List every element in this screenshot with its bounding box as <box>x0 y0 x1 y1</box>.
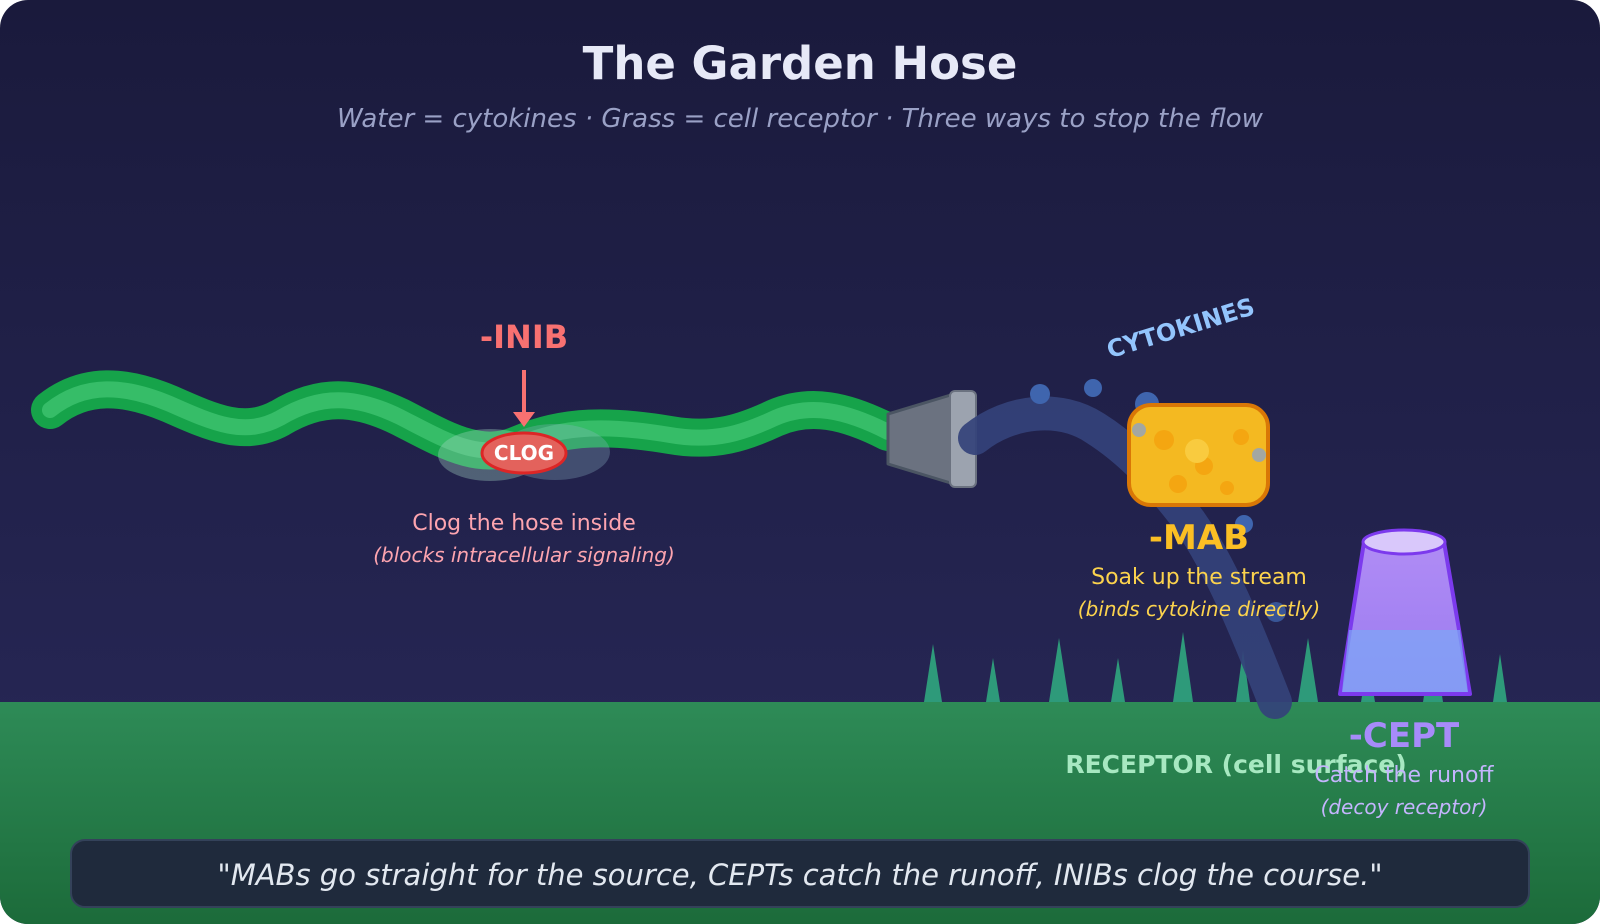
cytokine-droplet <box>1132 423 1146 437</box>
grass-blade <box>986 658 1000 702</box>
inib-caption: Clog the hose inside <box>412 511 636 536</box>
clog-badge-label: CLOG <box>494 441 554 465</box>
cept-label: -CEPT <box>1349 716 1460 756</box>
caught-water <box>1342 630 1468 692</box>
mab-detail: (binds cytokine directly) <box>1078 597 1320 621</box>
receptor-label: RECEPTOR (cell surface) <box>1065 750 1406 779</box>
cytokine-droplet <box>1084 379 1102 397</box>
cytokine-droplet <box>1252 448 1266 462</box>
cytokine-droplet <box>1266 602 1286 622</box>
mab-caption: Soak up the stream <box>1091 565 1307 590</box>
clog-badge: CLOG <box>480 431 568 475</box>
cytokine-droplet <box>1235 515 1253 533</box>
grass-blade <box>1236 650 1250 702</box>
garden-hose <box>31 370 907 470</box>
inib-detail: (blocks intracellular signaling) <box>373 543 675 567</box>
cytokine-droplet <box>1030 384 1050 404</box>
grass-blade <box>1049 638 1069 702</box>
cept-caption: Catch the runoff <box>1314 763 1494 788</box>
grass-blade <box>1493 654 1507 702</box>
mab-label: -MAB <box>1149 518 1249 558</box>
page-title: The Garden Hose <box>583 37 1018 90</box>
cept-detail: (decoy receptor) <box>1321 795 1488 819</box>
page-subtitle: Water = cytokines · Grass = cell recepto… <box>337 104 1264 134</box>
inib-arrow <box>513 370 535 427</box>
inib-label: -INIB <box>480 318 568 356</box>
bucket-cept <box>1338 528 1472 696</box>
grass-blade <box>924 644 942 702</box>
sponge-mab <box>1127 403 1270 507</box>
quote-box <box>70 839 1530 908</box>
mnemonic-quote: "MABs go straight for the source, CEPTs … <box>217 858 1382 892</box>
sponge-pores <box>1154 429 1249 495</box>
grass-blade <box>1111 658 1125 702</box>
grass-blade <box>1298 638 1318 702</box>
grass-blade <box>1173 632 1193 702</box>
